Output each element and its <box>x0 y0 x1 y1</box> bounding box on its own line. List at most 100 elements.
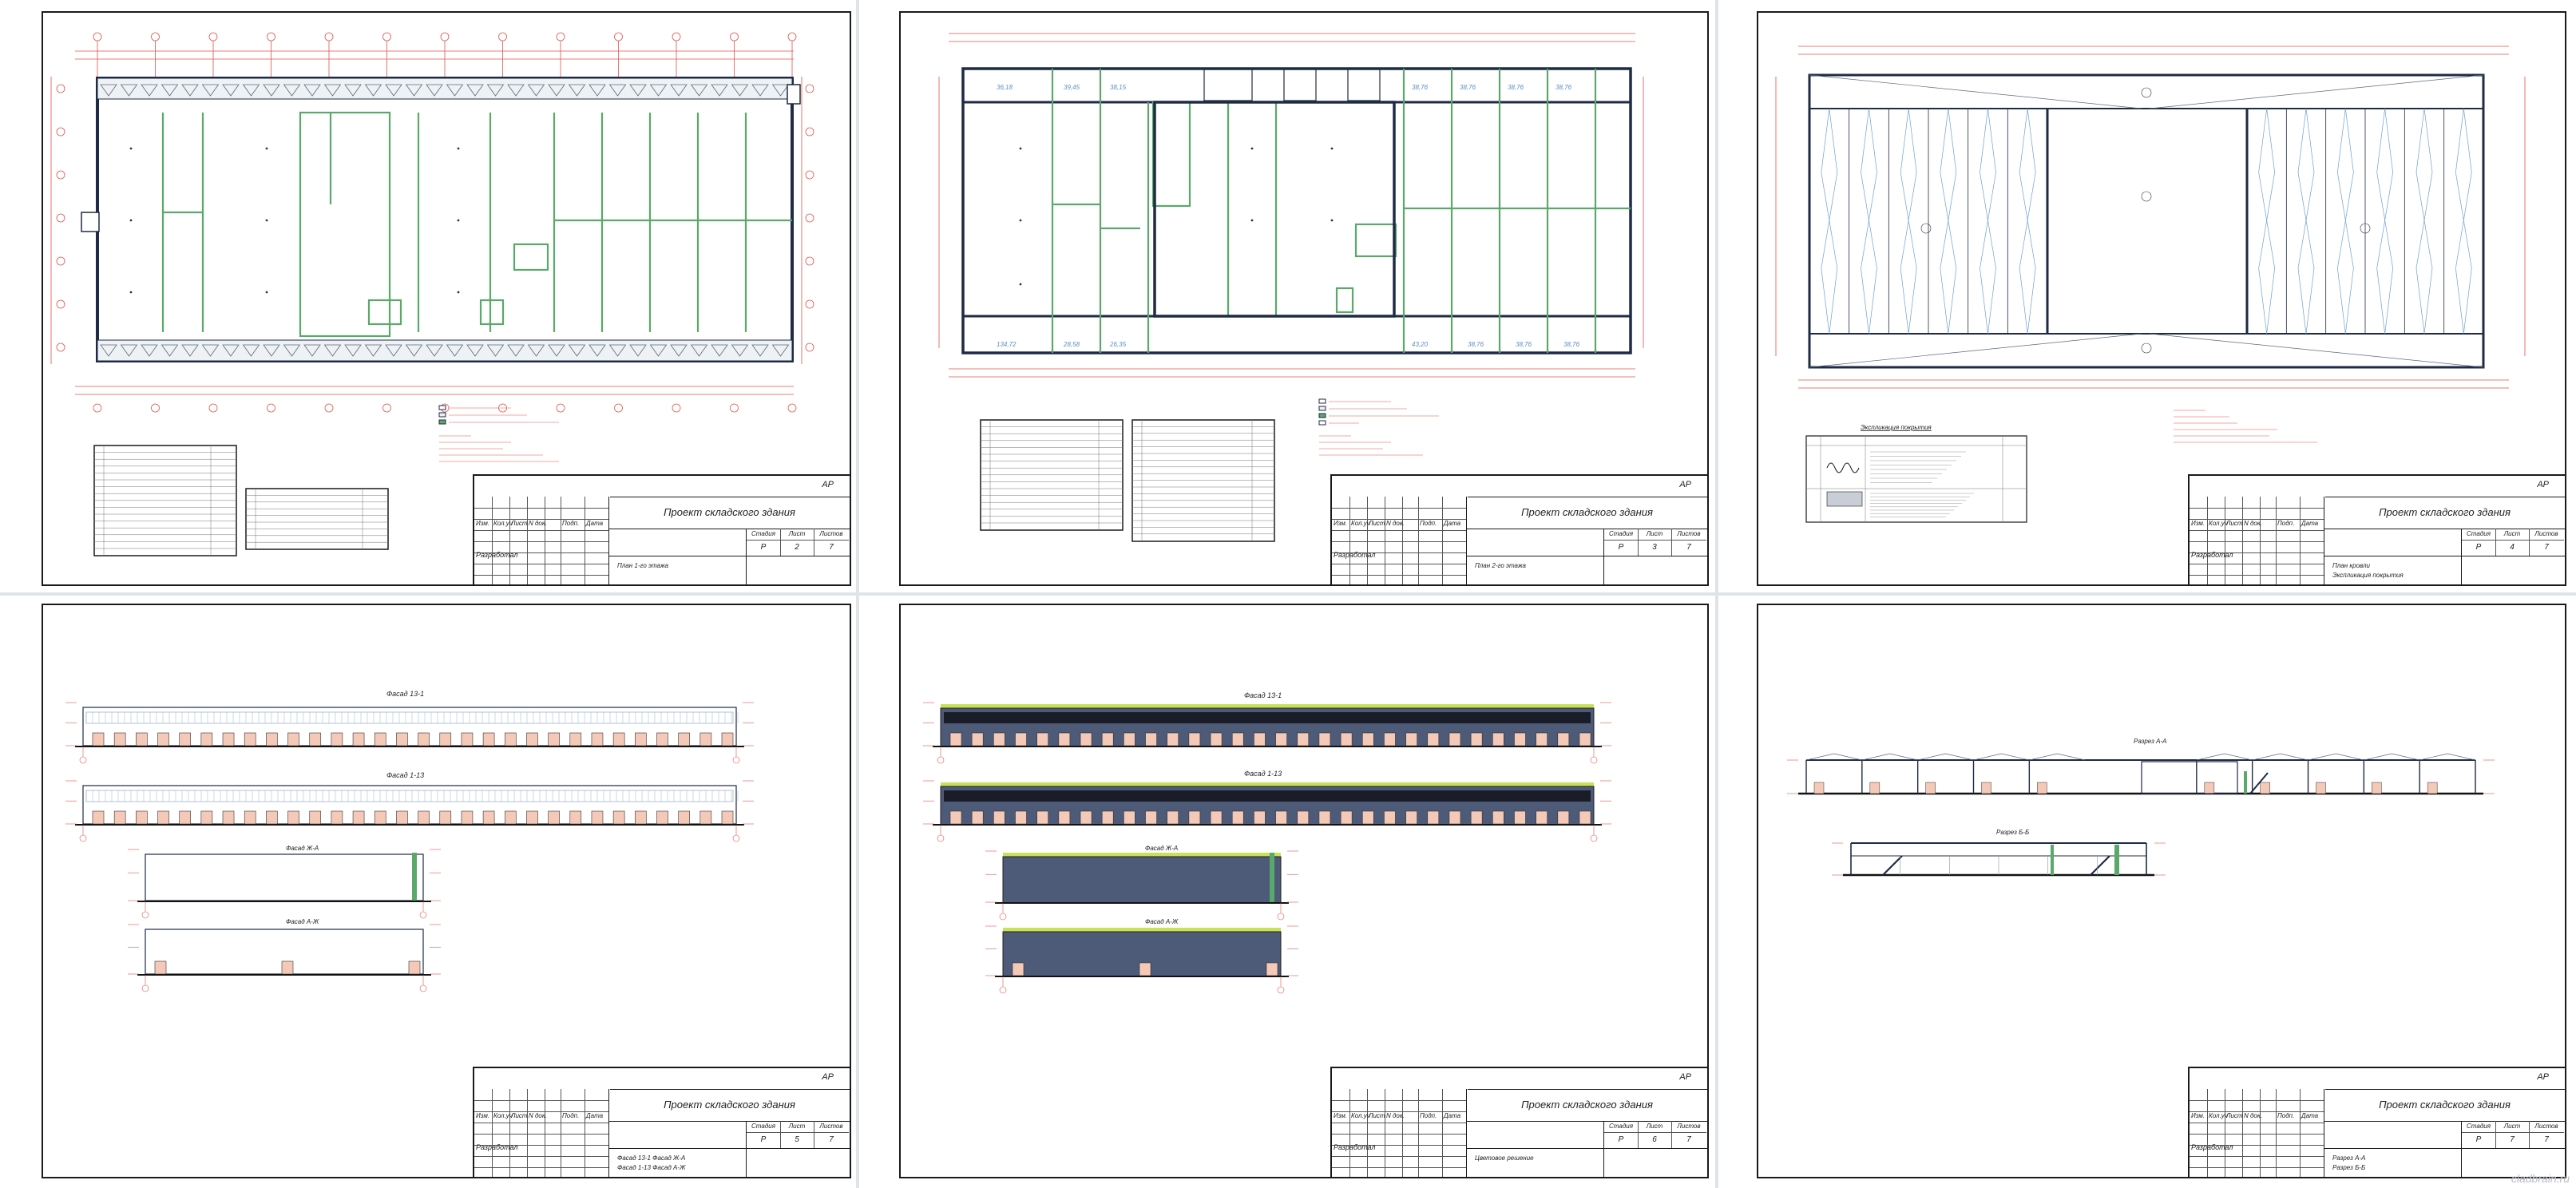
stage-value: Р <box>1604 1132 1639 1148</box>
sheet-number: 2 <box>780 540 814 556</box>
svg-text:38,76: 38,76 <box>1556 84 1572 91</box>
sections-drawing <box>1787 753 2495 877</box>
sheets-header: Листов <box>814 529 849 541</box>
stage-value: Р <box>2462 540 2496 556</box>
facade-1-13-caption: Фасад 1-13 <box>1244 770 1282 778</box>
company-block <box>746 556 850 585</box>
sheet-header: Лист <box>2495 1121 2530 1133</box>
sheets-header: Листов <box>814 1121 849 1133</box>
stage-block: Стадия Лист Листов Р 4 7 <box>2461 529 2565 556</box>
facades-color-drawing <box>923 702 1611 994</box>
sheet-title-line: Цветовое решение <box>1475 1154 1534 1162</box>
sheets-total: 7 <box>2544 1135 2549 1144</box>
sheets-total: 7 <box>2544 543 2549 552</box>
doc-code: АР <box>2325 1068 2565 1090</box>
svg-text:38,76: 38,76 <box>1508 84 1524 91</box>
revision-grid <box>474 1089 608 1177</box>
sheets-header: Листов <box>2529 1121 2564 1133</box>
facades-line-drawing <box>65 702 754 992</box>
sheet-title: План 1-го этажа <box>608 556 746 584</box>
stage-header: Стадия <box>1604 1121 1639 1133</box>
developed-by: Разработал <box>2191 1143 2233 1151</box>
revision-grid <box>474 497 608 584</box>
company-block <box>1603 556 1707 585</box>
doc-code: АР <box>1468 1068 1707 1090</box>
svg-text:43,20: 43,20 <box>1412 341 1429 348</box>
project-name: Проект складского здания <box>1466 497 1707 529</box>
sheets-total: 7 <box>829 543 834 552</box>
company-block <box>746 1148 850 1178</box>
developed-by: Разработал <box>476 551 518 559</box>
stage-value: Р <box>2462 1132 2496 1148</box>
sheet-title-line: Фасад 13-1 Фасад Ж-А <box>617 1154 686 1162</box>
stage-block: Стадия Лист Листов Р 2 7 <box>746 529 850 556</box>
stage-value: Р <box>1604 540 1639 556</box>
section-bb-caption: Разрез Б-Б <box>1996 829 2030 836</box>
revision-grid <box>1332 1089 1466 1177</box>
facade-a-zh-caption: Фасад А-Ж <box>286 918 319 925</box>
facade-1-13-caption: Фасад 1-13 <box>386 771 425 779</box>
sheet-title-line: Экспликация покрытия <box>2332 572 2404 579</box>
revision-grid <box>1332 497 1466 584</box>
sheet-title-line: Разрез Б-Б <box>2332 1164 2366 1171</box>
stamp-mid <box>2324 1121 2462 1148</box>
floor-plan-1 <box>50 32 814 556</box>
stage-header: Стадия <box>1604 529 1639 541</box>
drawing-sheet-facades: Фасад 13-1 Фасад 1-13 Фасад Ж-А Фасад А-… <box>42 604 851 1178</box>
watermark: cladbrain.ru <box>2511 1172 2570 1185</box>
sheet-title-line: План 2-го этажа <box>1475 562 1526 569</box>
stage-header: Стадия <box>2462 1121 2496 1133</box>
project-name: Проект складского здания <box>608 1089 850 1122</box>
project-name: Проект складского здания <box>608 497 850 529</box>
sheets-total: 7 <box>1686 1135 1691 1144</box>
sheet-title: Цветовое решение <box>1466 1148 1603 1177</box>
sheet-number: 6 <box>1638 1132 1672 1148</box>
svg-text:28,58: 28,58 <box>1063 341 1080 348</box>
doc-code: АР <box>610 476 850 497</box>
doc-code: АР <box>2325 476 2565 497</box>
stage-block: Стадия Лист Листов Р 7 7 <box>2461 1121 2565 1148</box>
project-name: Проект складского здания <box>2324 1089 2565 1122</box>
company-block <box>2461 556 2565 585</box>
sheet-title-line: Фасад 1-13 Фасад А-Ж <box>617 1164 686 1171</box>
stamp-mid <box>608 529 747 556</box>
facade-13-1-caption: Фасад 13-1 <box>386 690 425 698</box>
stage-value: Р <box>747 540 781 556</box>
sheet-number: 3 <box>1638 540 1672 556</box>
stamp-mid <box>1466 1121 1604 1148</box>
svg-text:38,76: 38,76 <box>1460 84 1476 91</box>
svg-text:26,35: 26,35 <box>1109 341 1127 348</box>
stamp-mid <box>1466 529 1604 556</box>
sheet-header: Лист <box>2495 529 2530 541</box>
company-block <box>2461 1148 2565 1178</box>
sheets-header: Листов <box>1671 529 1706 541</box>
stamp-mid <box>2324 529 2462 556</box>
sheet-number: 7 <box>2495 1132 2530 1148</box>
sheet-title: Фасад 13-1 Фасад Ж-А Фасад 1-13 Фасад А-Ж <box>608 1148 746 1177</box>
sheet-title-line: План 1-го этажа <box>617 562 668 569</box>
project-name: Проект складского здания <box>1466 1089 1707 1122</box>
svg-text:38,76: 38,76 <box>1516 341 1532 348</box>
doc-code: АР <box>610 1068 850 1090</box>
stage-block: Стадия Лист Листов Р 5 7 <box>746 1121 850 1148</box>
sheet-header: Лист <box>1638 529 1672 541</box>
stage-header: Стадия <box>2462 529 2496 541</box>
facade-zh-a-caption: Фасад Ж-А <box>1145 845 1179 852</box>
drawing-sheet-sections: Разрез А-А Разрез Б-Б АР Проект складско… <box>1757 604 2566 1178</box>
sheets-header: Листов <box>2529 529 2564 541</box>
section-aa-caption: Разрез А-А <box>2134 738 2167 745</box>
sheets-header: Листов <box>1671 1121 1706 1133</box>
